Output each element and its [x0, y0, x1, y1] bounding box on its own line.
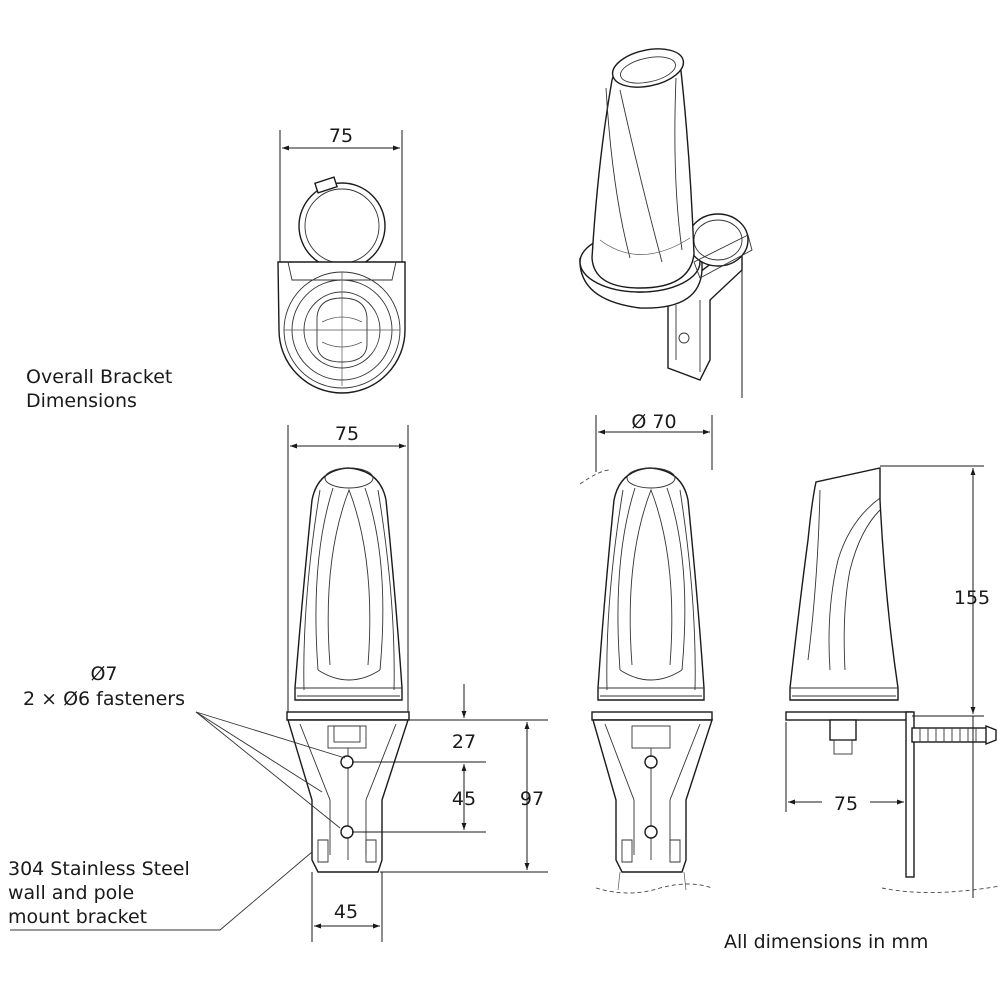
overall-label-line-2: Dimensions: [26, 390, 137, 412]
units-note: All dimensions in mm: [724, 931, 928, 953]
dim-bracket-97: 97: [520, 788, 544, 810]
front-view: [10, 425, 548, 942]
side-view: [785, 465, 1000, 898]
dim-spacing-45: 45: [452, 788, 476, 810]
dim-top-width: 75: [329, 125, 353, 147]
dim-offset-27: 27: [452, 731, 476, 753]
dim-bracket-base-45: 45: [334, 901, 358, 923]
dim-side-depth: 75: [834, 793, 858, 815]
overall-label-line-1: Overall Bracket: [26, 366, 172, 388]
callout-fasteners: 2 × Ø6 fasteners: [23, 688, 185, 710]
dim-diameter: Ø 70: [631, 411, 676, 433]
top-view: [277, 130, 406, 394]
dim-front-width: 75: [335, 423, 359, 445]
callout-hole-diameter: Ø7: [90, 663, 117, 685]
isometric-view: [579, 48, 753, 398]
callout-material-line-1: 304 Stainless Steel: [8, 858, 190, 880]
callout-material-line-2: wall and pole: [8, 882, 134, 904]
front-view-2: [579, 415, 713, 894]
callout-material-line-3: mount bracket: [8, 906, 147, 928]
dim-height: 155: [954, 587, 990, 609]
